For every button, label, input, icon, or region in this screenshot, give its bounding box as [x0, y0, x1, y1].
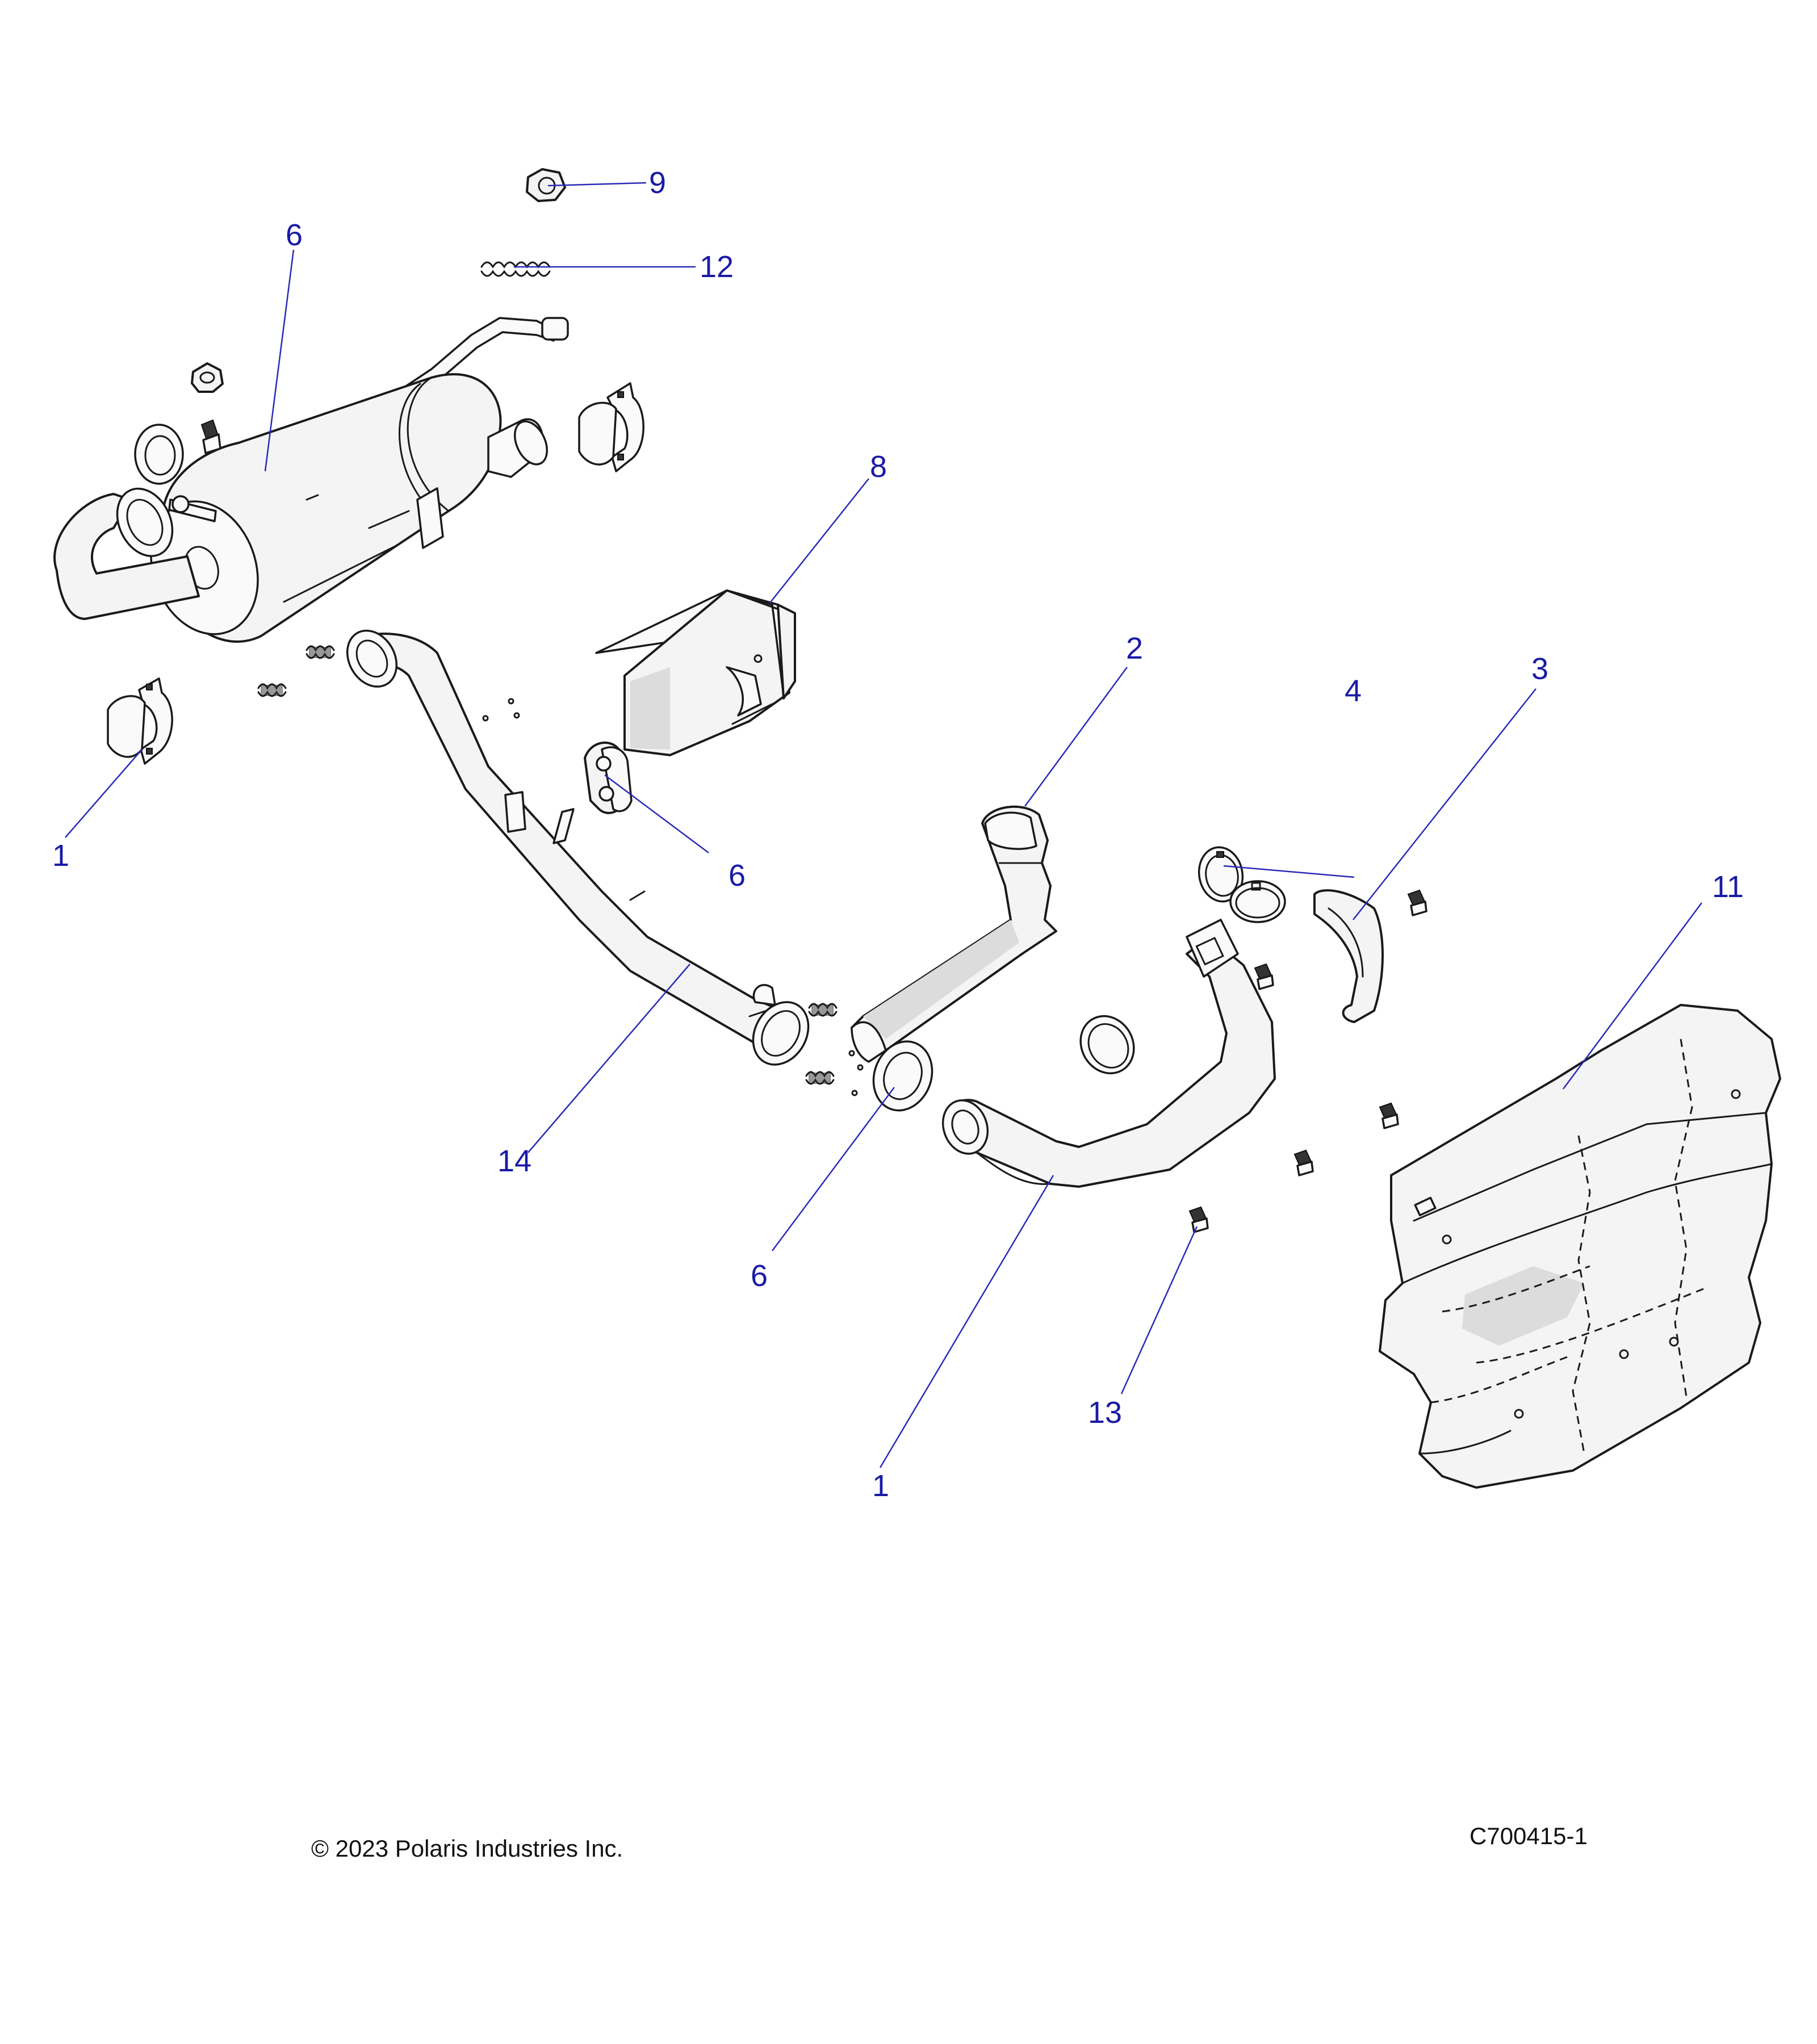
part-hanger-isolator[interactable]	[584, 742, 633, 814]
callout-1-left: 1	[52, 839, 69, 873]
part-stud-top[interactable]	[200, 419, 221, 454]
part-header-pipe[interactable]	[936, 919, 1276, 1188]
part-clamp-upper[interactable]	[1195, 844, 1247, 905]
part-bolt-5[interactable]	[1188, 1206, 1209, 1233]
part-front-heat-shield[interactable]	[851, 805, 1057, 1063]
copyright-text: © 2023 Polaris Industries Inc.	[311, 1835, 623, 1862]
part-heat-shield-upper[interactable]	[595, 589, 796, 756]
part-spring-mid-2[interactable]	[805, 1071, 835, 1085]
callout-12: 12	[700, 250, 734, 284]
callout-9: 6	[729, 858, 746, 893]
part-spring-mid-1[interactable]	[808, 1003, 838, 1017]
part-bolt-3[interactable]	[1379, 1102, 1399, 1129]
part-grommet-top[interactable]	[191, 362, 224, 393]
part-clamp-middle[interactable]	[1229, 880, 1286, 923]
callout-10: 9	[649, 166, 666, 200]
callout-2: 2	[1126, 631, 1143, 665]
callout-14: 14	[497, 1144, 531, 1178]
part-muffler[interactable]	[53, 317, 569, 650]
part-spring-left-2[interactable]	[257, 683, 287, 697]
leader-lines	[65, 182, 1703, 1468]
part-small-heat-shield[interactable]	[1313, 889, 1384, 1023]
callout-8: 8	[870, 450, 887, 484]
callout-3: 3	[1531, 652, 1548, 686]
drawing-number: C700415-1	[1469, 1823, 1588, 1849]
part-bolt-2[interactable]	[1254, 963, 1274, 990]
part-mid-pipe[interactable]	[337, 622, 819, 1075]
callout-labels: 9 12 6 8 2 4 3 11 6 1 14 6 1 13	[52, 166, 1744, 1503]
part-spring-top[interactable]	[480, 261, 551, 277]
callout-1-bottom: 1	[872, 1469, 889, 1503]
part-gasket-muffler[interactable]	[134, 424, 184, 485]
callout-6-top: 6	[286, 218, 303, 252]
part-spring-left-1[interactable]	[305, 645, 335, 659]
part-large-heat-shield[interactable]	[1379, 1004, 1781, 1489]
part-small-fasteners	[482, 698, 864, 1096]
callout-6-bottom: 6	[751, 1259, 768, 1293]
part-bolt-4[interactable]	[1293, 1149, 1314, 1176]
callout-11: 11	[1712, 870, 1744, 904]
callout-4: 4	[1345, 674, 1362, 708]
part-bolt-1[interactable]	[1407, 889, 1427, 916]
callout-13: 13	[1088, 1396, 1122, 1430]
part-clamp-lower[interactable]	[1070, 1006, 1144, 1083]
part-gasket-lower[interactable]	[864, 1033, 941, 1119]
part-bracket-upper[interactable]	[578, 382, 644, 472]
part-bracket-lower-left[interactable]	[107, 677, 173, 765]
